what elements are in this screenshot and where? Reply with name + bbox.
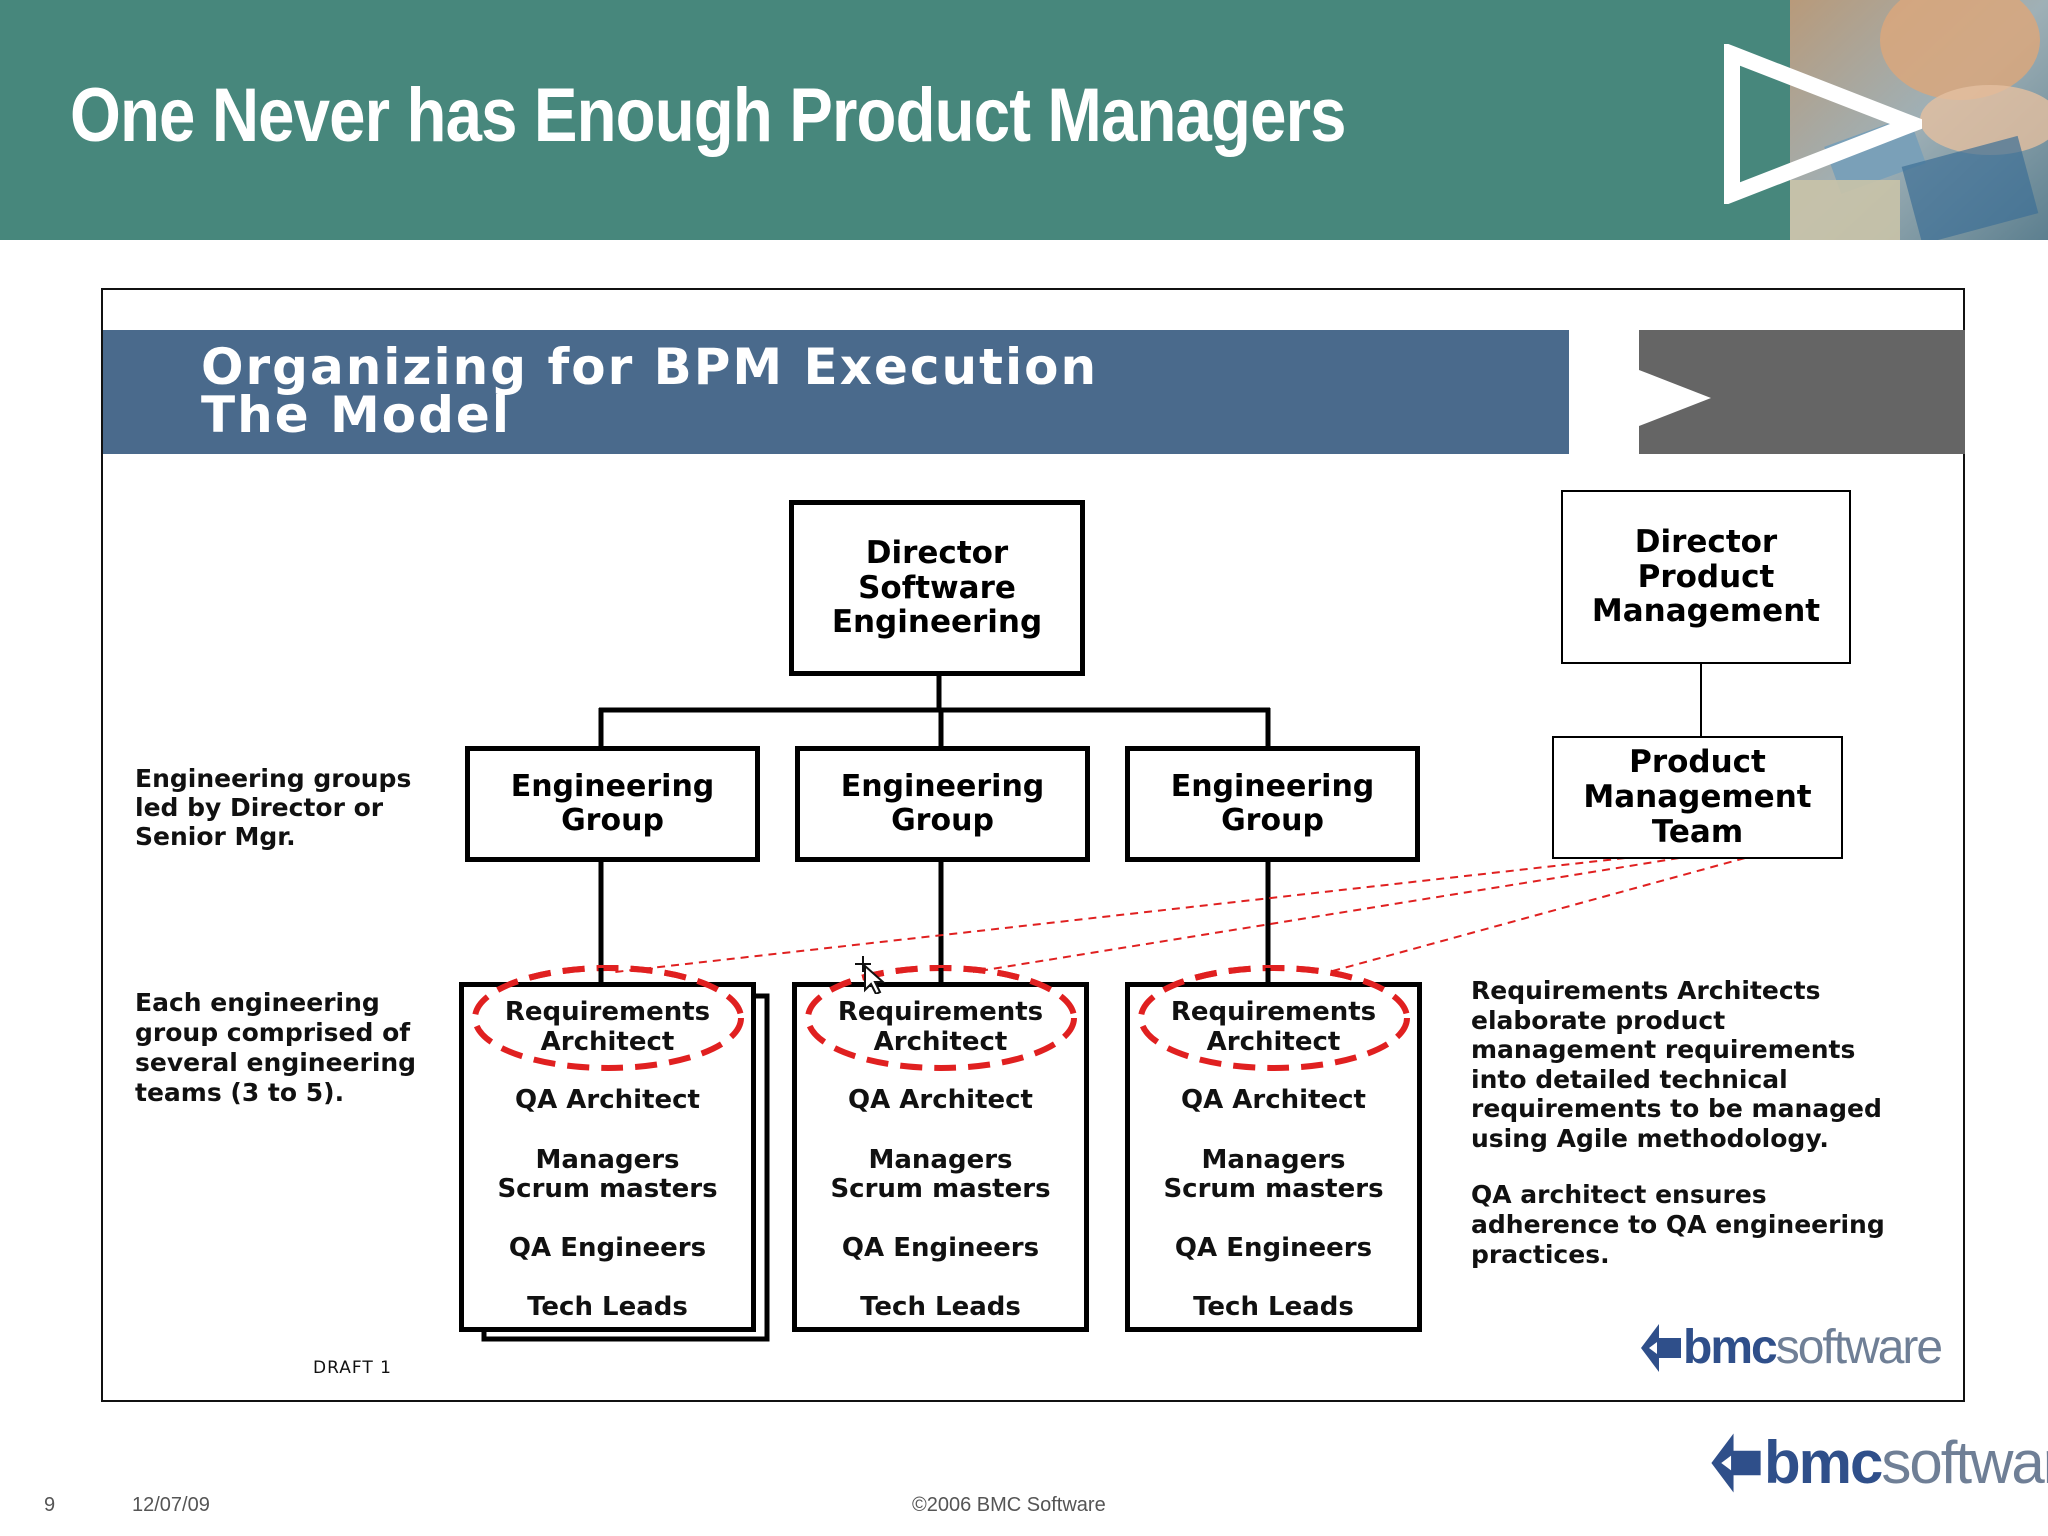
move-cursor-icon [855, 956, 886, 994]
bmc-logo-mark-icon [1711, 1432, 1761, 1493]
team-role: Architect [873, 1027, 1008, 1057]
team-role: Scrum masters [830, 1174, 1051, 1204]
bmc-logo: bmc software [1708, 1428, 2048, 1497]
note-line: management requirements [1471, 1035, 1856, 1064]
box-line: Group [891, 803, 994, 838]
engineering-group-box: Engineering Group [1125, 746, 1420, 862]
note-line: Each engineering [135, 988, 380, 1017]
team-role: QA Engineers [508, 1233, 707, 1263]
slide-title: One Never has Enough Product Managers [70, 73, 1347, 158]
team-role: Requirements [837, 997, 1044, 1027]
team-role: Architect [540, 1027, 675, 1057]
box-line: Engineering [840, 769, 1045, 805]
note-line: Requirements Architects [1471, 976, 1821, 1005]
note-line: elaborate product [1471, 1005, 1726, 1035]
note-line: requirements to be managed [1471, 1094, 1882, 1123]
team-role: QA Architect [848, 1085, 1033, 1115]
inner-subtitle: The Model [201, 386, 511, 444]
note-line: several engineering [135, 1048, 417, 1077]
team-role: Tech Leads [527, 1292, 688, 1322]
note-line: Senior Mgr. [135, 822, 296, 851]
note-line: into detailed technical [1471, 1064, 1788, 1094]
team-role: Scrum masters [497, 1174, 718, 1204]
note-engineering-groups: Engineering groups led by Director or Se… [135, 764, 411, 851]
note-line: led by Director or [135, 793, 384, 822]
box-line: Director [865, 534, 1009, 571]
note-line: Engineering groups [135, 764, 412, 793]
team-role: QA Engineers [1174, 1233, 1373, 1263]
box-line: Engineering [510, 769, 715, 805]
inner-bmc-logo: bmc software [1639, 1320, 1943, 1375]
note-requirements-architects: Requirements Architects elaborate produc… [1471, 976, 1882, 1153]
box-line: Management [1591, 593, 1821, 630]
team-role: Managers [868, 1145, 1013, 1175]
logo-word-bmc: bmc [1683, 1321, 1778, 1374]
note-qa-architect: QA architect ensures adherence to QA eng… [1471, 1180, 1885, 1270]
team-role: QA Architect [1181, 1085, 1366, 1115]
team-role: Requirements [504, 997, 711, 1027]
box-line: Group [1221, 803, 1324, 838]
box-line: Director [1634, 523, 1778, 560]
box-line: Team [1651, 813, 1744, 850]
team-role: Requirements [1170, 997, 1377, 1027]
logo-word-software: software [1881, 1429, 2048, 1496]
header-bar [0, 0, 2048, 240]
note-line: teams (3 to 5). [135, 1078, 345, 1107]
team-role: QA Architect [515, 1085, 700, 1115]
box-line: Software [858, 569, 1016, 606]
team-role: Architect [1206, 1027, 1341, 1057]
footer-copyright: ©2006 BMC Software [912, 1494, 1106, 1516]
box-line: Product [1629, 744, 1766, 781]
box-line: Engineering [831, 604, 1043, 641]
team-role: Managers [535, 1145, 680, 1175]
inner-slide: Organizing for BPM Execution The Model D… [101, 288, 1965, 1402]
bmc-logo-mark-icon [1641, 1323, 1681, 1372]
inner-banner [103, 330, 1569, 454]
team-role: Managers [1201, 1145, 1346, 1175]
team-role: QA Engineers [841, 1233, 1040, 1263]
draft-label: DRAFT 1 [313, 1358, 392, 1378]
engineering-group-box: Engineering Group [795, 746, 1090, 862]
note-line: QA architect ensures [1471, 1180, 1767, 1209]
engineering-team-box: Requirements Architect QA Architect Mana… [1125, 982, 1422, 1332]
footer-date: 12/07/09 [132, 1494, 210, 1516]
box-line: Product [1637, 558, 1775, 595]
team-role: Scrum masters [1163, 1174, 1384, 1204]
team-role: Tech Leads [1193, 1292, 1354, 1322]
note-line: using Agile methodology. [1471, 1123, 1829, 1153]
team-role: Tech Leads [860, 1292, 1021, 1322]
inner-arrow-icon [1639, 370, 1711, 426]
footer-page-number: 9 [44, 1494, 56, 1516]
engineering-group-box: Engineering Group [465, 746, 760, 862]
engineering-team-box: Requirements Architect QA Architect Mana… [459, 982, 756, 1332]
director-product-management-box: Director Product Management [1561, 490, 1851, 664]
note-line: adherence to QA engineering [1471, 1210, 1885, 1239]
engineering-team-box: Requirements Architect QA Architect Mana… [792, 982, 1089, 1332]
logo-word-bmc: bmc [1764, 1429, 1883, 1496]
logo-word-software: software [1775, 1321, 1943, 1374]
product-management-team-box: Product Management Team [1552, 736, 1843, 859]
note-engineering-teams: Each engineering group comprised of seve… [135, 988, 416, 1108]
note-line: group comprised of [135, 1018, 411, 1047]
director-software-engineering-box: Director Software Engineering [789, 500, 1085, 676]
box-line: Management [1583, 779, 1812, 816]
box-line: Engineering [1170, 769, 1375, 805]
inner-title: Organizing for BPM Execution [201, 338, 1099, 396]
note-line: practices. [1471, 1240, 1610, 1269]
box-line: Group [561, 803, 664, 838]
play-arrow-icon [1724, 44, 1922, 204]
